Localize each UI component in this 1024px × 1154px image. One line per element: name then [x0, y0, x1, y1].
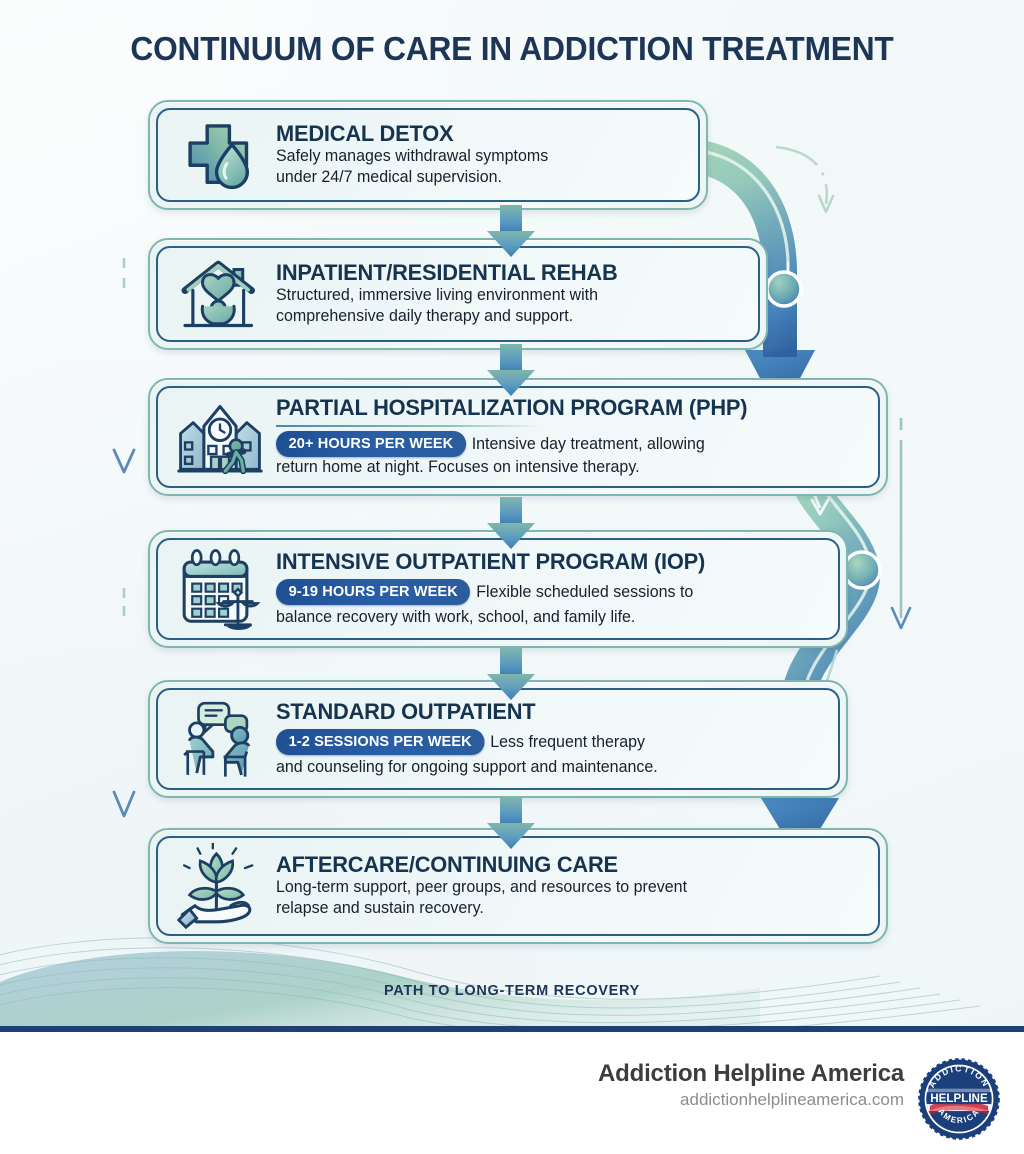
desc-line-1: Long-term support, peer groups, and reso…: [276, 878, 688, 897]
card-description: 1-2 SESSIONS PER WEEK Less frequent thera…: [276, 728, 808, 778]
desc-line-2: balance recovery with work, school, and …: [276, 608, 636, 627]
brand-url[interactable]: addictionhelplineamerica.com: [680, 1090, 904, 1109]
brand-block: Addiction Helpline America addictionhelp…: [598, 1060, 904, 1110]
footer: Addiction Helpline America addictionhelp…: [0, 1032, 1024, 1154]
desc-line-2: under 24/7 medical supervision.: [276, 168, 502, 187]
bottom-wave-decoration: [0, 937, 981, 1030]
step-card-standard-outpatient[interactable]: STANDARD OUTPATIENT 1-2 SESSIONS PER WEE…: [148, 680, 848, 798]
medical-cross-droplet-icon: [172, 110, 268, 200]
flow-accent-line-right: [890, 418, 912, 630]
flow-accent-lines-left: [112, 258, 136, 818]
desc-line-1: Structured, immersive living environment…: [276, 286, 598, 305]
step-card-intensive-outpatient-program[interactable]: INTENSIVE OUTPATIENT PROGRAM (IOP) 9-19 …: [148, 530, 848, 648]
card-title: MEDICAL DETOX: [276, 120, 454, 146]
desc-line-2: and counseling for ongoing support and m…: [276, 757, 658, 776]
two-people-talking-icon: [172, 691, 268, 787]
card-description: Structured, immersive living environment…: [276, 285, 730, 327]
card-title: INPATIENT/RESIDENTIAL REHAB: [276, 259, 618, 285]
card-description: Long-term support, peer groups, and reso…: [276, 877, 846, 919]
card-title: STANDARD OUTPATIENT: [276, 699, 536, 725]
hospital-clock-walking-person-icon: [172, 389, 268, 485]
house-heart-person-icon: [172, 248, 268, 340]
desc-line-1: Safely manages withdrawal symptoms: [276, 147, 549, 166]
hand-plant-growth-icon: [172, 838, 268, 934]
flow-accent-arc-top: [775, 145, 835, 214]
title-underline: [276, 425, 541, 427]
card-description: 20+ HOURS PER WEEK Intensive day treatmen…: [276, 431, 846, 478]
footer-divider: [0, 1026, 1024, 1032]
path-caption: PATH TO LONG-TERM RECOVERY: [383, 983, 641, 999]
desc-line-2: relapse and sustain recovery.: [276, 899, 484, 918]
desc-line-2: return home at night. Focuses on intensi…: [276, 458, 640, 477]
step-card-partial-hospitalization-program[interactable]: PARTIAL HOSPITALIZATION PROGRAM (PHP) 20…: [148, 378, 888, 496]
hours-badge: 9-19 HOURS PER WEEK: [276, 579, 471, 606]
calendar-scales-icon: [172, 541, 268, 637]
logo-center-text: HELPLINE: [930, 1092, 988, 1105]
card-title: PARTIAL HOSPITALIZATION PROGRAM (PHP): [276, 394, 748, 420]
flow-ribbon-php-to-aftercare: [761, 454, 882, 862]
card-description: Safely manages withdrawal symptoms under…: [276, 146, 672, 188]
sessions-badge: 1-2 SESSIONS PER WEEK: [276, 728, 485, 755]
desc-line-1: Less frequent therapy: [490, 732, 646, 751]
step-card-medical-detox[interactable]: MEDICAL DETOX Safely manages withdrawal …: [148, 100, 708, 210]
brand-name: Addiction Helpline America: [598, 1060, 904, 1087]
step-card-aftercare-continuing-care[interactable]: AFTERCARE/CONTINUING CARE Long-term supp…: [148, 828, 888, 944]
addiction-helpline-america-seal-logo[interactable]: HELPLINE ADDICTION AMERICA: [916, 1056, 1002, 1142]
desc-line-1: Flexible scheduled sessions to: [476, 583, 694, 601]
step-card-inpatient-residential-rehab[interactable]: INPATIENT/RESIDENTIAL REHAB Structured, …: [148, 238, 768, 350]
desc-line-2: comprehensive daily therapy and support.: [276, 307, 574, 326]
card-description: 9-19 HOURS PER WEEK Flexible scheduled se…: [276, 579, 808, 628]
card-title: INTENSIVE OUTPATIENT PROGRAM (IOP): [276, 548, 706, 574]
hours-badge: 20+ HOURS PER WEEK: [276, 431, 466, 458]
page-title: CONTINUUM OF CARE IN ADDICTION TREATMENT: [130, 30, 894, 67]
card-title: AFTERCARE/CONTINUING CARE: [276, 851, 618, 877]
desc-line-1: Intensive day treatment, allowing: [471, 435, 705, 453]
